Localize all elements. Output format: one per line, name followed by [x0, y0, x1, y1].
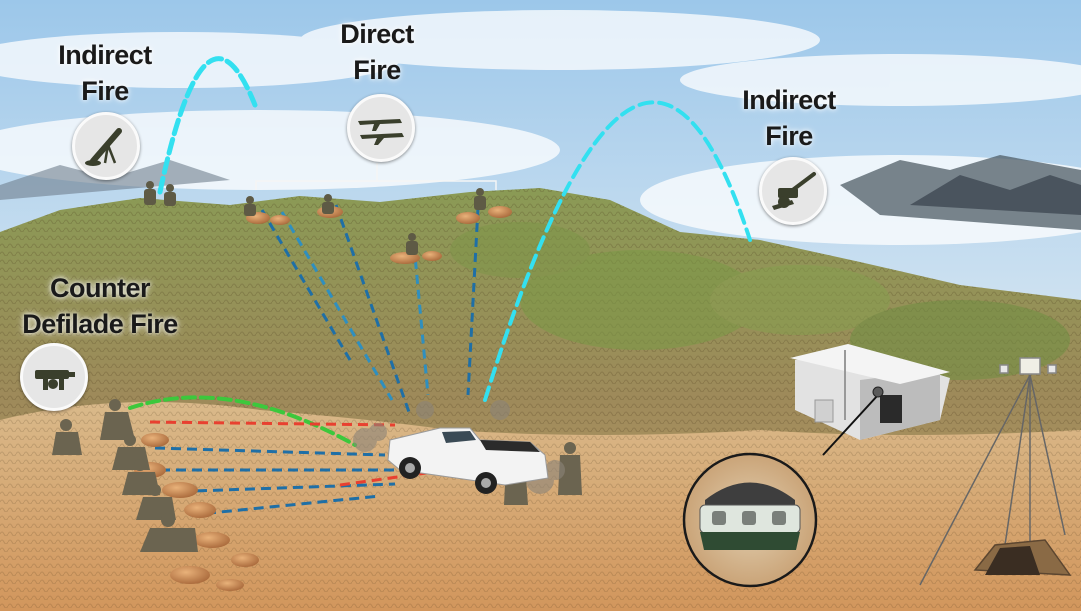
soldiers-ridge [144, 181, 486, 255]
indirect-fire-label-left: Indirect Fire [58, 40, 152, 106]
direct-fire-lines [260, 204, 480, 416]
direct-fire-bracket [255, 163, 497, 190]
direct-fire-label: Direct Fire [340, 19, 414, 85]
antenna-mast-icon [919, 357, 1072, 586]
soldier [558, 442, 582, 495]
soldier [144, 181, 156, 205]
howitzer-icon [772, 172, 816, 210]
soldier [474, 188, 486, 210]
rifles-icon-badge [347, 94, 415, 162]
soldiers-foreground [52, 399, 582, 552]
distant-mountains [0, 155, 1081, 230]
soldier [140, 513, 198, 552]
soldier [52, 419, 82, 455]
acoustic-sensor-icon [699, 482, 801, 550]
soldier [100, 399, 135, 440]
counter-defilade-arc [128, 395, 357, 447]
indirect-fire-label-right: Indirect Fire [742, 85, 836, 151]
indirect-fire-arc-right [483, 100, 752, 402]
mortar-icon [85, 128, 122, 166]
pickup-truck [387, 427, 549, 494]
grenade-launcher-icon [35, 370, 75, 390]
rifles-icon [358, 119, 404, 145]
mortar-icon-badge [72, 112, 140, 180]
vegetation [450, 222, 1070, 380]
soldier [322, 194, 334, 214]
soldier [406, 233, 418, 255]
howitzer-icon-badge [759, 157, 827, 225]
grenade-launcher-icon-badge [20, 343, 88, 411]
soldier [244, 196, 256, 216]
sensor-callout [682, 386, 884, 588]
soldier [164, 184, 176, 206]
counter-defilade-fire-label: Counter Defilade Fire [22, 273, 178, 339]
indirect-fire-arc-left [157, 56, 258, 195]
